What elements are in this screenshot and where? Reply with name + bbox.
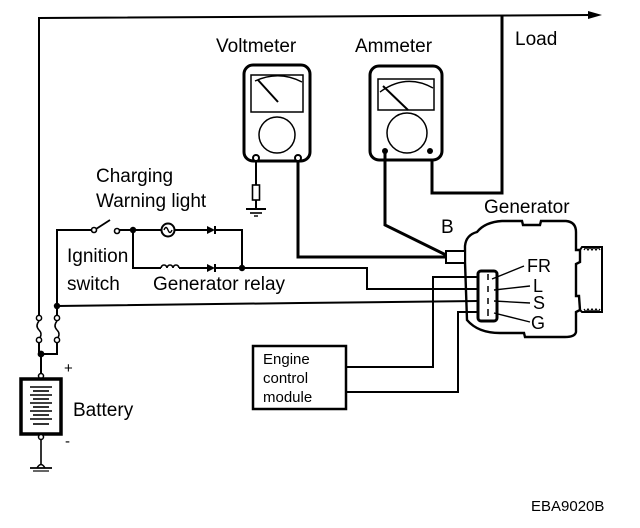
terminal-label-g: G [531,313,545,333]
ammeter-terminal-right [427,148,433,154]
charging-label-line2: Warning light [96,191,207,212]
battery-minus-label: - [65,433,70,450]
terminal-label-l: L [533,276,543,296]
battery-plus-label: + [64,360,73,377]
terminal-label-fr: FR [527,256,551,276]
fuses [35,300,61,375]
fuse-icon [54,320,60,340]
voltmeter-neg-terminal [252,154,260,162]
ground-icon [246,208,266,217]
ammeter: Ammeter [355,36,444,162]
load-label: Load [515,29,557,50]
generator-label: Generator [484,197,570,218]
main-feed-wire [38,11,602,300]
diode-icon [207,226,216,234]
ecm-label-line2: control [263,370,308,387]
battery-label: Battery [73,400,134,421]
voltmeter-needle [257,79,279,103]
ammeter-output-wire [430,15,504,195]
load-arrow-icon [588,11,602,19]
s-terminal-wire [56,300,479,307]
warning-lamp-icon [160,222,176,238]
charging-label-line1: Charging [96,166,173,187]
voltmeter-ground [246,161,266,217]
ecm-label-line1: Engine [263,351,310,368]
engine-control-module: Engine control module [251,344,348,411]
battery: + - Battery [19,360,134,472]
figure-code: EBA9020B [531,498,604,515]
relay-diode-icon [207,264,216,272]
fr-terminal-wire [346,276,478,368]
connector [476,269,499,323]
b-terminal-label: B [441,217,454,238]
g-terminal-wire [346,311,478,393]
voltmeter-pos-terminal [294,154,302,162]
l-terminal-wire [242,267,478,290]
ignition-circuit: Charging Warning light Ignition switch G… [53,166,479,310]
fuse-icon [36,320,42,340]
relay-coil-icon [160,264,180,269]
terminal-label-s: S [533,293,545,313]
resistor-icon [251,184,261,201]
pulley-icon [579,245,603,314]
battery-ground-icon [30,463,52,472]
ammeter-label: Ammeter [355,36,433,57]
voltmeter-lead-to-b [296,161,448,259]
generator-relay-label: Generator relay [153,274,286,295]
ammeter-needle [382,85,409,111]
ignition-label-line1: Ignition [67,246,128,267]
ammeter-lead-to-b [383,152,449,258]
generator: Generator B FR L S G [441,197,603,339]
voltmeter: Voltmeter [216,36,312,163]
ignition-label-line2: switch [67,274,120,295]
ecm-label-line3: module [263,389,312,406]
b-terminal [445,250,466,264]
ignition-switch-icon [90,219,121,235]
voltmeter-label: Voltmeter [216,36,297,57]
